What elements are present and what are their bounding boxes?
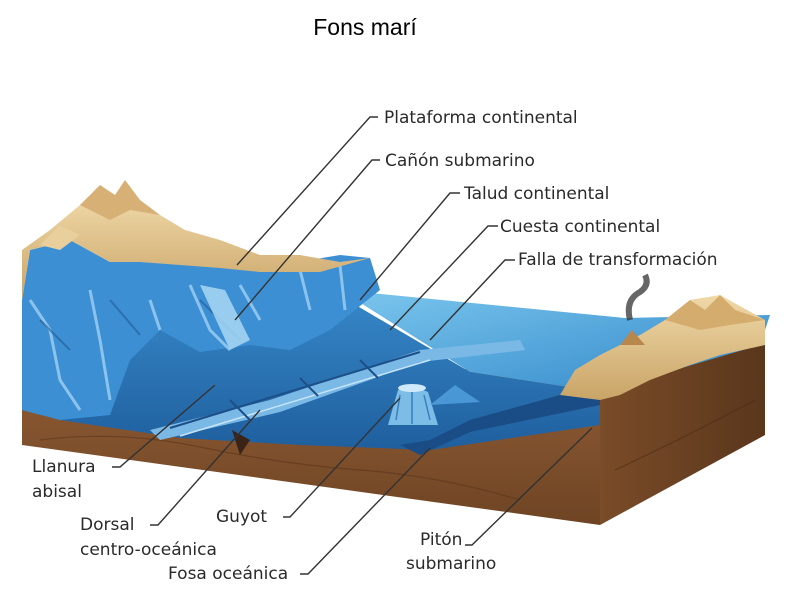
label-guyot: Guyot	[216, 507, 267, 527]
submarine-canyon	[200, 285, 250, 350]
leader-cuesta	[389, 225, 498, 331]
leader-dorsal	[150, 409, 261, 526]
volcano-smoke	[625, 273, 650, 321]
label-fosa-oceanica: Fosa oceánica	[168, 564, 288, 584]
label-talud-continental: Talud continental	[463, 184, 609, 204]
left-continent	[22, 180, 370, 300]
right-continent	[560, 273, 765, 400]
label-piton: Pitón	[420, 530, 462, 550]
label-centro-oceanica: centro-oceánica	[80, 540, 217, 560]
label-canon-submarino: Cañón submarino	[385, 151, 535, 171]
earth-side-face	[600, 320, 765, 525]
leader-canon	[234, 159, 380, 321]
page-title: Fons marí	[313, 14, 417, 40]
label-plataforma-continental: Plataforma continental	[384, 108, 578, 128]
leader-fosa	[300, 447, 431, 575]
label-dorsal: Dorsal	[80, 515, 134, 535]
label-cuesta-continental: Cuesta continental	[500, 217, 660, 237]
label-submarino: submarino	[406, 554, 496, 574]
ocean-trench	[400, 395, 600, 455]
mid-ocean-ridge	[150, 340, 525, 440]
leader-talud	[359, 192, 460, 301]
leader-lines	[112, 116, 593, 575]
leader-falla	[429, 259, 515, 341]
label-abisal: abisal	[32, 482, 82, 502]
leader-llanura	[112, 384, 216, 468]
label-llanura: Llanura	[32, 457, 96, 477]
seamount	[430, 385, 480, 405]
guyot	[388, 384, 438, 425]
leader-plataforma	[236, 116, 378, 266]
leader-piton	[465, 427, 593, 546]
label-falla-transformacion: Falla de transformación	[518, 250, 718, 270]
labels: Plataforma continental Cañón submarino T…	[32, 108, 718, 584]
leader-guyot	[283, 397, 401, 518]
